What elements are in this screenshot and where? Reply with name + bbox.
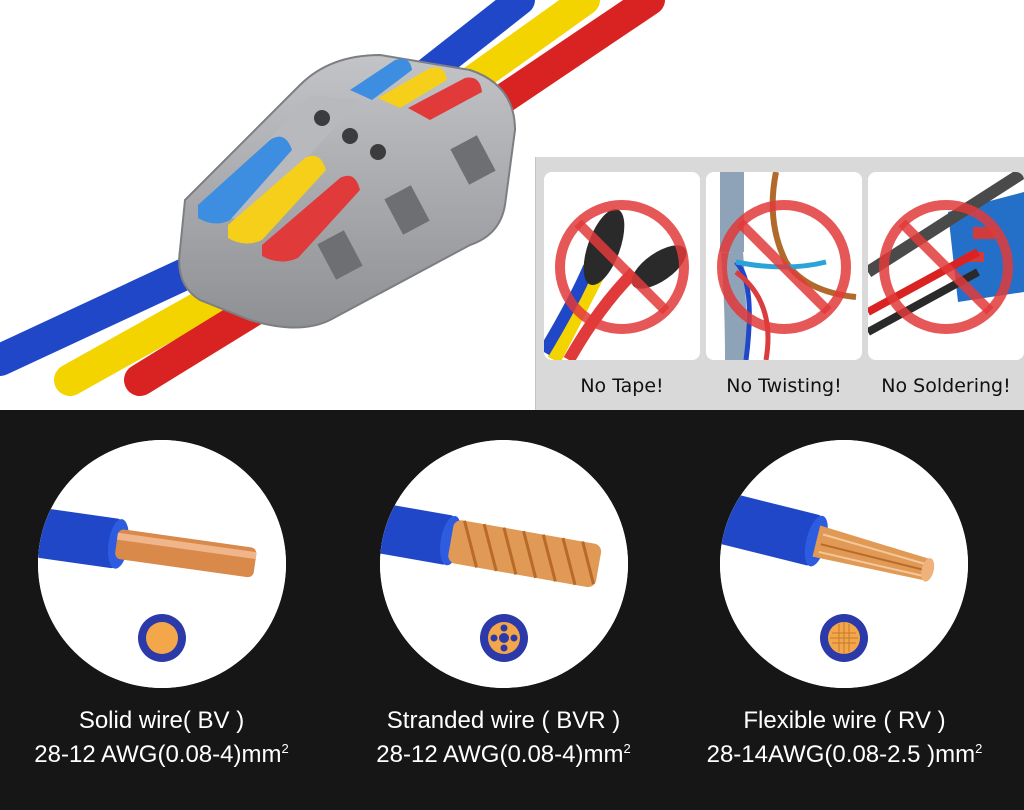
connector-levers-back	[350, 58, 482, 120]
no-twisting-image	[706, 172, 862, 360]
flexible-wire-name: Flexible wire ( RV )	[743, 707, 946, 734]
flexible-wire-spec: 28-14AWG(0.08-2.5 )mm2	[706, 741, 983, 768]
stranded-wire-spec: 28-12 AWG(0.08-4)mm2	[376, 741, 631, 768]
solid-wire-name: Solid wire( BV )	[78, 707, 245, 734]
solid-wire-circle	[38, 440, 286, 688]
no-tape-card	[544, 172, 700, 360]
prohibit-icon	[717, 200, 851, 334]
no-soldering-image	[868, 172, 1024, 360]
no-tape-label: No Tape!	[580, 375, 664, 397]
no-twisting-label: No Twisting!	[726, 375, 842, 397]
flexible-wire-circle	[720, 440, 968, 688]
warning-panel: No Tape! No Twisting!	[535, 157, 1024, 410]
wire-types-section: Solid wire( BV ) 28-12 AWG(0.08-4)mm2	[0, 410, 1024, 810]
connector-hero-image	[0, 0, 665, 396]
prohibit-icon	[879, 200, 1013, 334]
solid-wire-image	[38, 440, 286, 688]
connector-levers-front	[198, 136, 360, 262]
no-soldering-label: No Soldering!	[881, 375, 1011, 397]
flexible-wire-image	[720, 440, 968, 688]
no-tape-image	[544, 172, 700, 360]
solid-wire-spec: 28-12 AWG(0.08-4)mm2	[34, 741, 289, 768]
no-soldering-card	[868, 172, 1024, 360]
prohibit-icon	[555, 200, 689, 334]
stranded-wire-name: Stranded wire ( BVR )	[386, 707, 621, 734]
stranded-wire-image	[380, 440, 628, 688]
top-section: No Tape! No Twisting!	[0, 0, 1024, 410]
stranded-wire-circle	[380, 440, 628, 688]
no-twisting-card	[706, 172, 862, 360]
